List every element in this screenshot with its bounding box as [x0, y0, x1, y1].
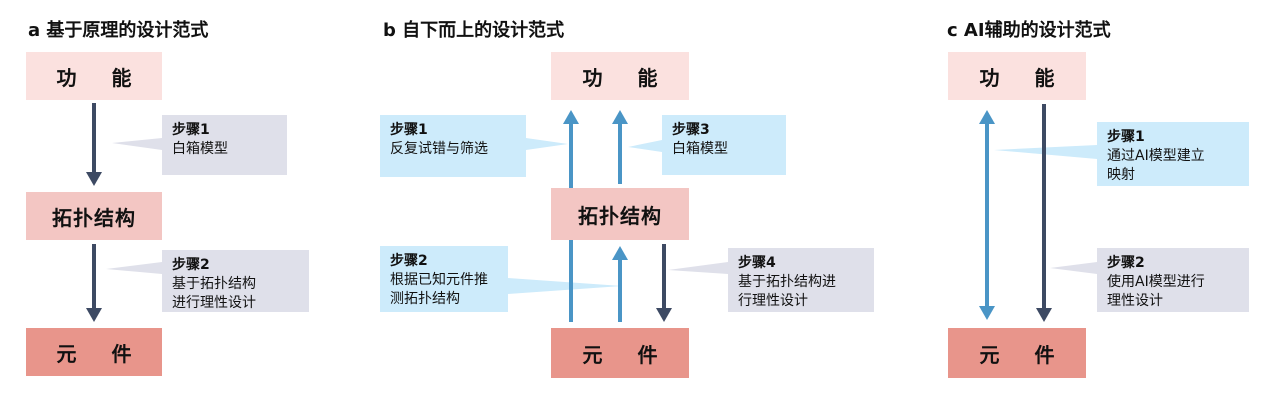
panel-c-function-label: 功 能	[979, 65, 1069, 90]
b-step2-pointer	[508, 278, 622, 294]
panel-b-step1-text: 反复试错与筛选	[390, 141, 488, 157]
panel-b-component-label: 元 件	[582, 342, 672, 367]
panel-c-step1-label: 步骤1	[1107, 129, 1145, 145]
panel-c-title: c AI辅助的设计范式	[947, 20, 1111, 41]
panel-a-step1-text: 白箱模型	[172, 141, 228, 157]
panel-c-component-label: 元 件	[979, 342, 1069, 367]
c-arrow-function-to-component	[1036, 104, 1052, 322]
panel-b-title: b 自下而上的设计范式	[383, 20, 565, 41]
panel-b-step3-note: 步骤3 白箱模型	[662, 115, 786, 175]
b-step4-pointer	[668, 262, 728, 274]
b-step1-pointer	[526, 138, 568, 150]
panel-b-function-box: 功 能	[551, 52, 689, 100]
panel-b-step3-text: 白箱模型	[672, 141, 728, 157]
panel-a-step1-label: 步骤1	[172, 122, 210, 138]
panel-b-step2-text: 根据已知元件推 测拓扑结构	[390, 272, 488, 307]
panel-c-step2-text: 使用AI模型进行 理性设计	[1107, 274, 1205, 309]
panel-a-function-box: 功 能	[26, 52, 162, 100]
panel-a-topology-box: 拓扑结构	[26, 192, 162, 240]
panel-c-function-box: 功 能	[948, 52, 1086, 100]
b-arrow-component-to-topology	[612, 246, 628, 322]
panel-b-step1-note: 步骤1 反复试错与筛选	[380, 115, 526, 177]
panel-b-function-label: 功 能	[582, 65, 672, 90]
b-step3-pointer	[628, 140, 662, 152]
panel-a-step1-note: 步骤1 白箱模型	[162, 115, 287, 175]
panel-a-step2-note: 步骤2 基于拓扑结构 进行理性设计	[162, 250, 309, 312]
c-step2-pointer	[1050, 262, 1097, 274]
panel-a-function-label: 功 能	[56, 65, 146, 90]
c-arrow-bidirectional-function-component	[979, 110, 995, 320]
panel-b-step2-note: 步骤2 根据已知元件推 测拓扑结构	[380, 246, 508, 312]
panel-a-title: a 基于原理的设计范式	[28, 20, 209, 41]
panel-c-step2-label: 步骤2	[1107, 255, 1145, 271]
panel-a-step2-text: 基于拓扑结构 进行理性设计	[172, 276, 256, 311]
panel-b-step4-label: 步骤4	[738, 255, 776, 271]
panel-b-topology-box: 拓扑结构	[551, 188, 689, 240]
panel-a-topology-label: 拓扑结构	[52, 205, 136, 230]
panel-c-component-box: 元 件	[948, 328, 1086, 378]
panel-a-component-box: 元 件	[26, 328, 162, 376]
panel-c-step1-note: 步骤1 通过AI模型建立 映射	[1097, 122, 1249, 186]
a-step1-pointer	[112, 138, 162, 150]
b-arrow-topology-to-function	[612, 110, 628, 184]
a-arrow-function-to-topology	[86, 103, 102, 186]
a-arrow-topology-to-component	[86, 244, 102, 322]
panel-c-step2-note: 步骤2 使用AI模型进行 理性设计	[1097, 248, 1249, 312]
a-step2-pointer	[106, 262, 162, 274]
panel-b-step1-label: 步骤1	[390, 122, 428, 138]
panel-b-step4-note: 步骤4 基于拓扑结构进 行理性设计	[728, 248, 874, 312]
panel-b-component-box: 元 件	[551, 328, 689, 378]
panel-a-component-label: 元 件	[56, 341, 146, 366]
panel-b-step2-label: 步骤2	[390, 253, 428, 269]
panel-b-topology-label: 拓扑结构	[578, 203, 662, 228]
panel-b-step4-text: 基于拓扑结构进 行理性设计	[738, 274, 836, 309]
b-arrow-topology-to-component	[656, 244, 672, 322]
panel-a-step2-label: 步骤2	[172, 257, 210, 273]
panel-c-step1-text: 通过AI模型建立 映射	[1107, 148, 1205, 183]
panel-b-step3-label: 步骤3	[672, 122, 710, 138]
